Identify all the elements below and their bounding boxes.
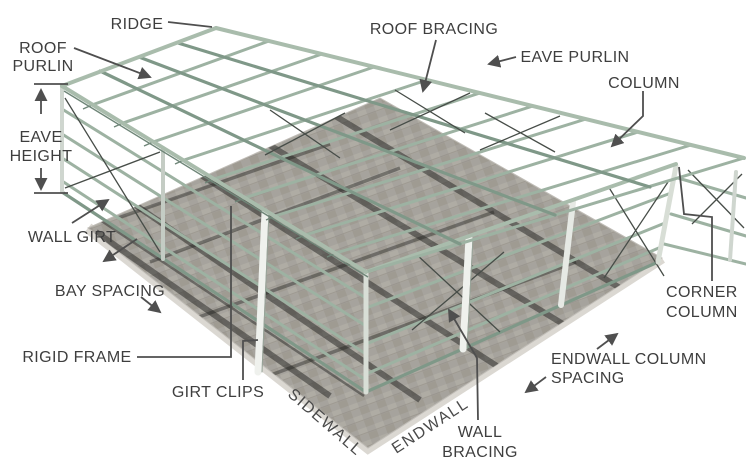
corner-column-leader <box>678 166 713 281</box>
bay-spacing-arrow-left <box>102 238 138 263</box>
label-eave-purlin: EAVE PURLIN <box>520 49 629 66</box>
label-endwall-column-spacing-2: SPACING <box>551 370 625 387</box>
sidewall-frame <box>60 84 369 395</box>
leader-lines <box>34 21 713 421</box>
corner-column-member <box>655 163 679 265</box>
endwall-columns <box>459 163 679 353</box>
label-endwall-column-spacing-1: ENDWALL COLUMN <box>551 351 707 368</box>
endwall-spacing-arrow-left <box>524 376 547 394</box>
roof-bracing-rods <box>264 89 561 159</box>
label-corner-column-2: COLUMN <box>666 304 738 321</box>
roof-rafters <box>98 41 652 246</box>
rigid-frame-leader <box>137 206 232 358</box>
roof-rake-edge <box>60 26 218 88</box>
label-bay-spacing: BAY SPACING <box>55 283 165 300</box>
label-rigid-frame: RIGID FRAME <box>22 349 131 366</box>
label-roof-bracing: ROOF BRACING <box>370 21 498 38</box>
endwall-spacing-arrow-right <box>596 332 619 350</box>
eave-purlin-leader <box>487 54 517 68</box>
endwall-frame <box>364 162 679 394</box>
slab-surface <box>87 97 663 449</box>
label-roof-purlin-1: ROOF <box>19 40 67 57</box>
bay-spacing-arrow-right <box>140 296 162 314</box>
concrete-slab <box>84 97 665 455</box>
girt-clips-leader <box>242 339 259 380</box>
endwall-base <box>364 260 660 394</box>
label-eave-height-2: HEIGHT <box>10 148 73 165</box>
label-wall-bracing-1: WALL <box>458 424 503 441</box>
eave-purlin-member <box>60 84 368 274</box>
endwall-girts <box>364 191 673 376</box>
label-corner-column-1: CORNER <box>666 284 738 301</box>
sidewall-girts <box>60 107 368 382</box>
label-wall-girt: WALL GIRT <box>28 229 116 246</box>
endwall-eave <box>364 162 678 274</box>
label-column: COLUMN <box>608 75 680 92</box>
wall-girt-leader <box>71 198 110 224</box>
far-sidewall-members <box>662 169 746 266</box>
roof-ridge-edge <box>214 26 746 160</box>
sidewall-columns <box>60 84 369 395</box>
label-ridge: RIDGE <box>111 16 164 33</box>
column-leader <box>610 91 644 148</box>
roof-bracing-leader <box>419 39 437 93</box>
ridge-leader <box>167 21 213 28</box>
eave-height-dimension <box>34 83 68 194</box>
label-girt-clips: GIRT CLIPS <box>172 384 264 401</box>
sidewall-bracing <box>64 97 161 253</box>
label-eave-height-1: EAVE <box>19 129 62 146</box>
wall-bracing-leader <box>448 308 479 421</box>
label-roof-purlin-2: PURLIN <box>12 58 73 75</box>
roof-purlin-leader <box>73 47 152 80</box>
endwall-bracing <box>411 181 669 333</box>
sidewall-base <box>60 190 368 394</box>
label-wall-bracing-2: BRACING <box>442 444 518 461</box>
roof-frame <box>60 26 746 278</box>
